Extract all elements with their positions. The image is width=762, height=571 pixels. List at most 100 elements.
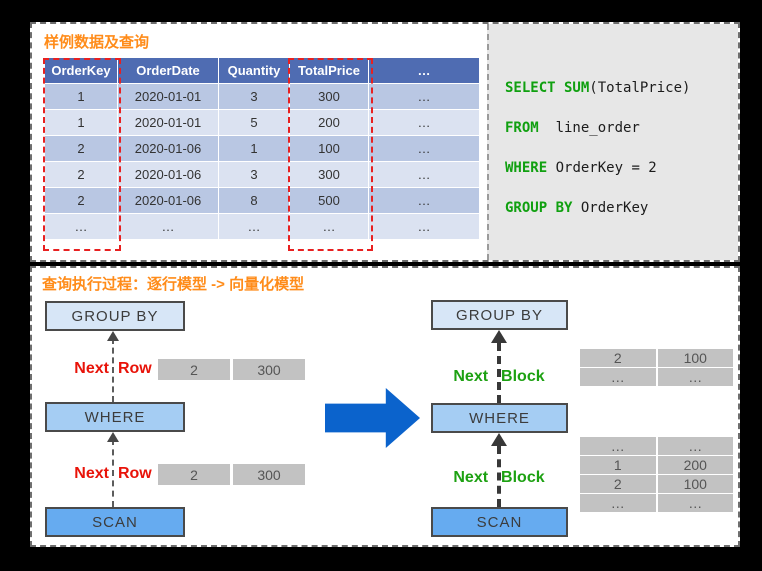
table-cell: 8: [219, 188, 289, 213]
table-cell: 200: [290, 110, 368, 135]
sql-line-from: FROM line_order: [505, 108, 738, 148]
block-cell: 2: [580, 475, 656, 493]
dashed-connector: [112, 439, 114, 507]
execution-panel-title: 查询执行过程：逐行模型 -> 向量化模型: [42, 276, 305, 293]
next-row-word: Row: [117, 465, 152, 482]
column-header-orderkey: OrderKey: [45, 58, 117, 83]
next-row-word: Next: [74, 465, 109, 482]
execution-panel: 查询执行过程：逐行模型 -> 向量化模型 GROUP BY WHERE SCAN…: [30, 266, 740, 547]
table-cell: 300: [290, 84, 368, 109]
sql-line-where: WHERE OrderKey = 2: [505, 148, 738, 188]
next-block-label: Next Block: [419, 368, 579, 386]
right-arrow-icon: [325, 388, 420, 448]
table-cell: 2: [45, 188, 117, 213]
table-cell: 300: [290, 162, 368, 187]
block-cell: 200: [657, 456, 733, 474]
up-arrowhead-icon: [107, 432, 119, 442]
sql-text: OrderKey: [572, 200, 649, 216]
tuple-cell: 300: [233, 359, 305, 380]
up-arrowhead-icon: [107, 331, 119, 341]
column-header-orderdate: OrderDate: [118, 58, 218, 83]
table-cell: 2: [45, 162, 117, 187]
table-cell: …: [369, 136, 479, 161]
table-cell: 1: [219, 136, 289, 161]
row-model-groupby-box: GROUP BY: [45, 301, 185, 331]
block-row: 2 100: [580, 349, 733, 367]
table-cell: 2020-01-01: [118, 84, 218, 109]
column-header-quantity: Quantity: [219, 58, 289, 83]
tuple-cell: 2: [158, 359, 230, 380]
table-cell: 500: [290, 188, 368, 213]
block-row: … …: [580, 368, 733, 386]
table-cell: …: [219, 214, 289, 239]
next-row-label: Next Row: [45, 360, 181, 378]
block-row: 2 100: [580, 475, 733, 493]
table-cell: 2: [45, 136, 117, 161]
table-cell: 5: [219, 110, 289, 135]
up-arrowhead-icon: [491, 330, 507, 343]
table-row: 1 2020-01-01 5 200 …: [45, 110, 479, 135]
table-cell: 3: [219, 162, 289, 187]
dashed-connector-thick: [497, 343, 501, 403]
table-cell: 100: [290, 136, 368, 161]
table-header-row: OrderKey OrderDate Quantity TotalPrice …: [45, 58, 479, 83]
next-block-word: Block: [501, 368, 545, 385]
row-tuple: 2 300: [158, 359, 305, 380]
table-cell: …: [290, 214, 368, 239]
table-row: … … … … …: [45, 214, 479, 239]
sql-text: line_order: [538, 120, 640, 136]
dashed-connector: [112, 338, 114, 402]
next-block-word: Next: [453, 469, 489, 486]
block-row: … …: [580, 494, 733, 512]
tuple-cell: 2: [158, 464, 230, 485]
sql-keyword: WHERE: [505, 160, 548, 176]
sql-query-panel: SELECT SUM(TotalPrice) FROM line_order W…: [487, 24, 738, 260]
next-block-word: Block: [501, 469, 545, 486]
sample-data-table: OrderKey OrderDate Quantity TotalPrice ……: [44, 57, 480, 240]
block-row: … …: [580, 437, 733, 455]
sql-keyword: GROUP BY: [505, 200, 573, 216]
table-row: 2 2020-01-06 3 300 …: [45, 162, 479, 187]
table-cell: 1: [45, 110, 117, 135]
block-cell: …: [657, 437, 733, 455]
table-cell: 2020-01-06: [118, 136, 218, 161]
block-table: … … 1 200 2 100 … …: [580, 437, 733, 513]
next-row-word: Row: [117, 360, 152, 377]
block-cell: 1: [580, 456, 656, 474]
table-cell: 2020-01-06: [118, 162, 218, 187]
sql-text: OrderKey = 2: [547, 160, 657, 176]
table-cell: …: [45, 214, 117, 239]
block-cell: 100: [657, 349, 733, 367]
table-cell: …: [118, 214, 218, 239]
table-cell: …: [369, 162, 479, 187]
table-row: 2 2020-01-06 1 100 …: [45, 136, 479, 161]
dashed-connector-thick: [497, 446, 501, 507]
vector-model-scan-box: SCAN: [431, 507, 568, 537]
table-row: 2 2020-01-06 8 500 …: [45, 188, 479, 213]
vector-model-where-box: WHERE: [431, 403, 568, 433]
table-cell: …: [369, 214, 479, 239]
next-row-label: Next Row: [45, 465, 181, 483]
block-cell: 100: [657, 475, 733, 493]
table-row: 1 2020-01-01 3 300 …: [45, 84, 479, 109]
vector-model-groupby-box: GROUP BY: [431, 300, 568, 330]
sql-keyword: SELECT SUM: [505, 80, 590, 96]
block-table: 2 100 … …: [580, 349, 733, 387]
sql-keyword: FROM: [505, 120, 539, 136]
sql-line-groupby: GROUP BY OrderKey: [505, 188, 738, 228]
next-block-word: Next: [453, 368, 489, 385]
row-tuple: 2 300: [158, 464, 305, 485]
next-block-label: Next Block: [419, 469, 579, 487]
table-cell: …: [369, 188, 479, 213]
block-cell: …: [580, 494, 656, 512]
table-area: 样例数据及查询 OrderKey OrderDate Quantity Tota…: [32, 24, 487, 260]
row-model-scan-box: SCAN: [45, 507, 185, 537]
block-cell: …: [657, 494, 733, 512]
column-header-totalprice: TotalPrice: [290, 58, 368, 83]
sql-text: (TotalPrice): [589, 80, 691, 96]
next-row-word: Next: [74, 360, 109, 377]
sample-panel-title: 样例数据及查询: [44, 34, 150, 51]
block-cell: …: [580, 368, 656, 386]
table-cell: 2020-01-06: [118, 188, 218, 213]
